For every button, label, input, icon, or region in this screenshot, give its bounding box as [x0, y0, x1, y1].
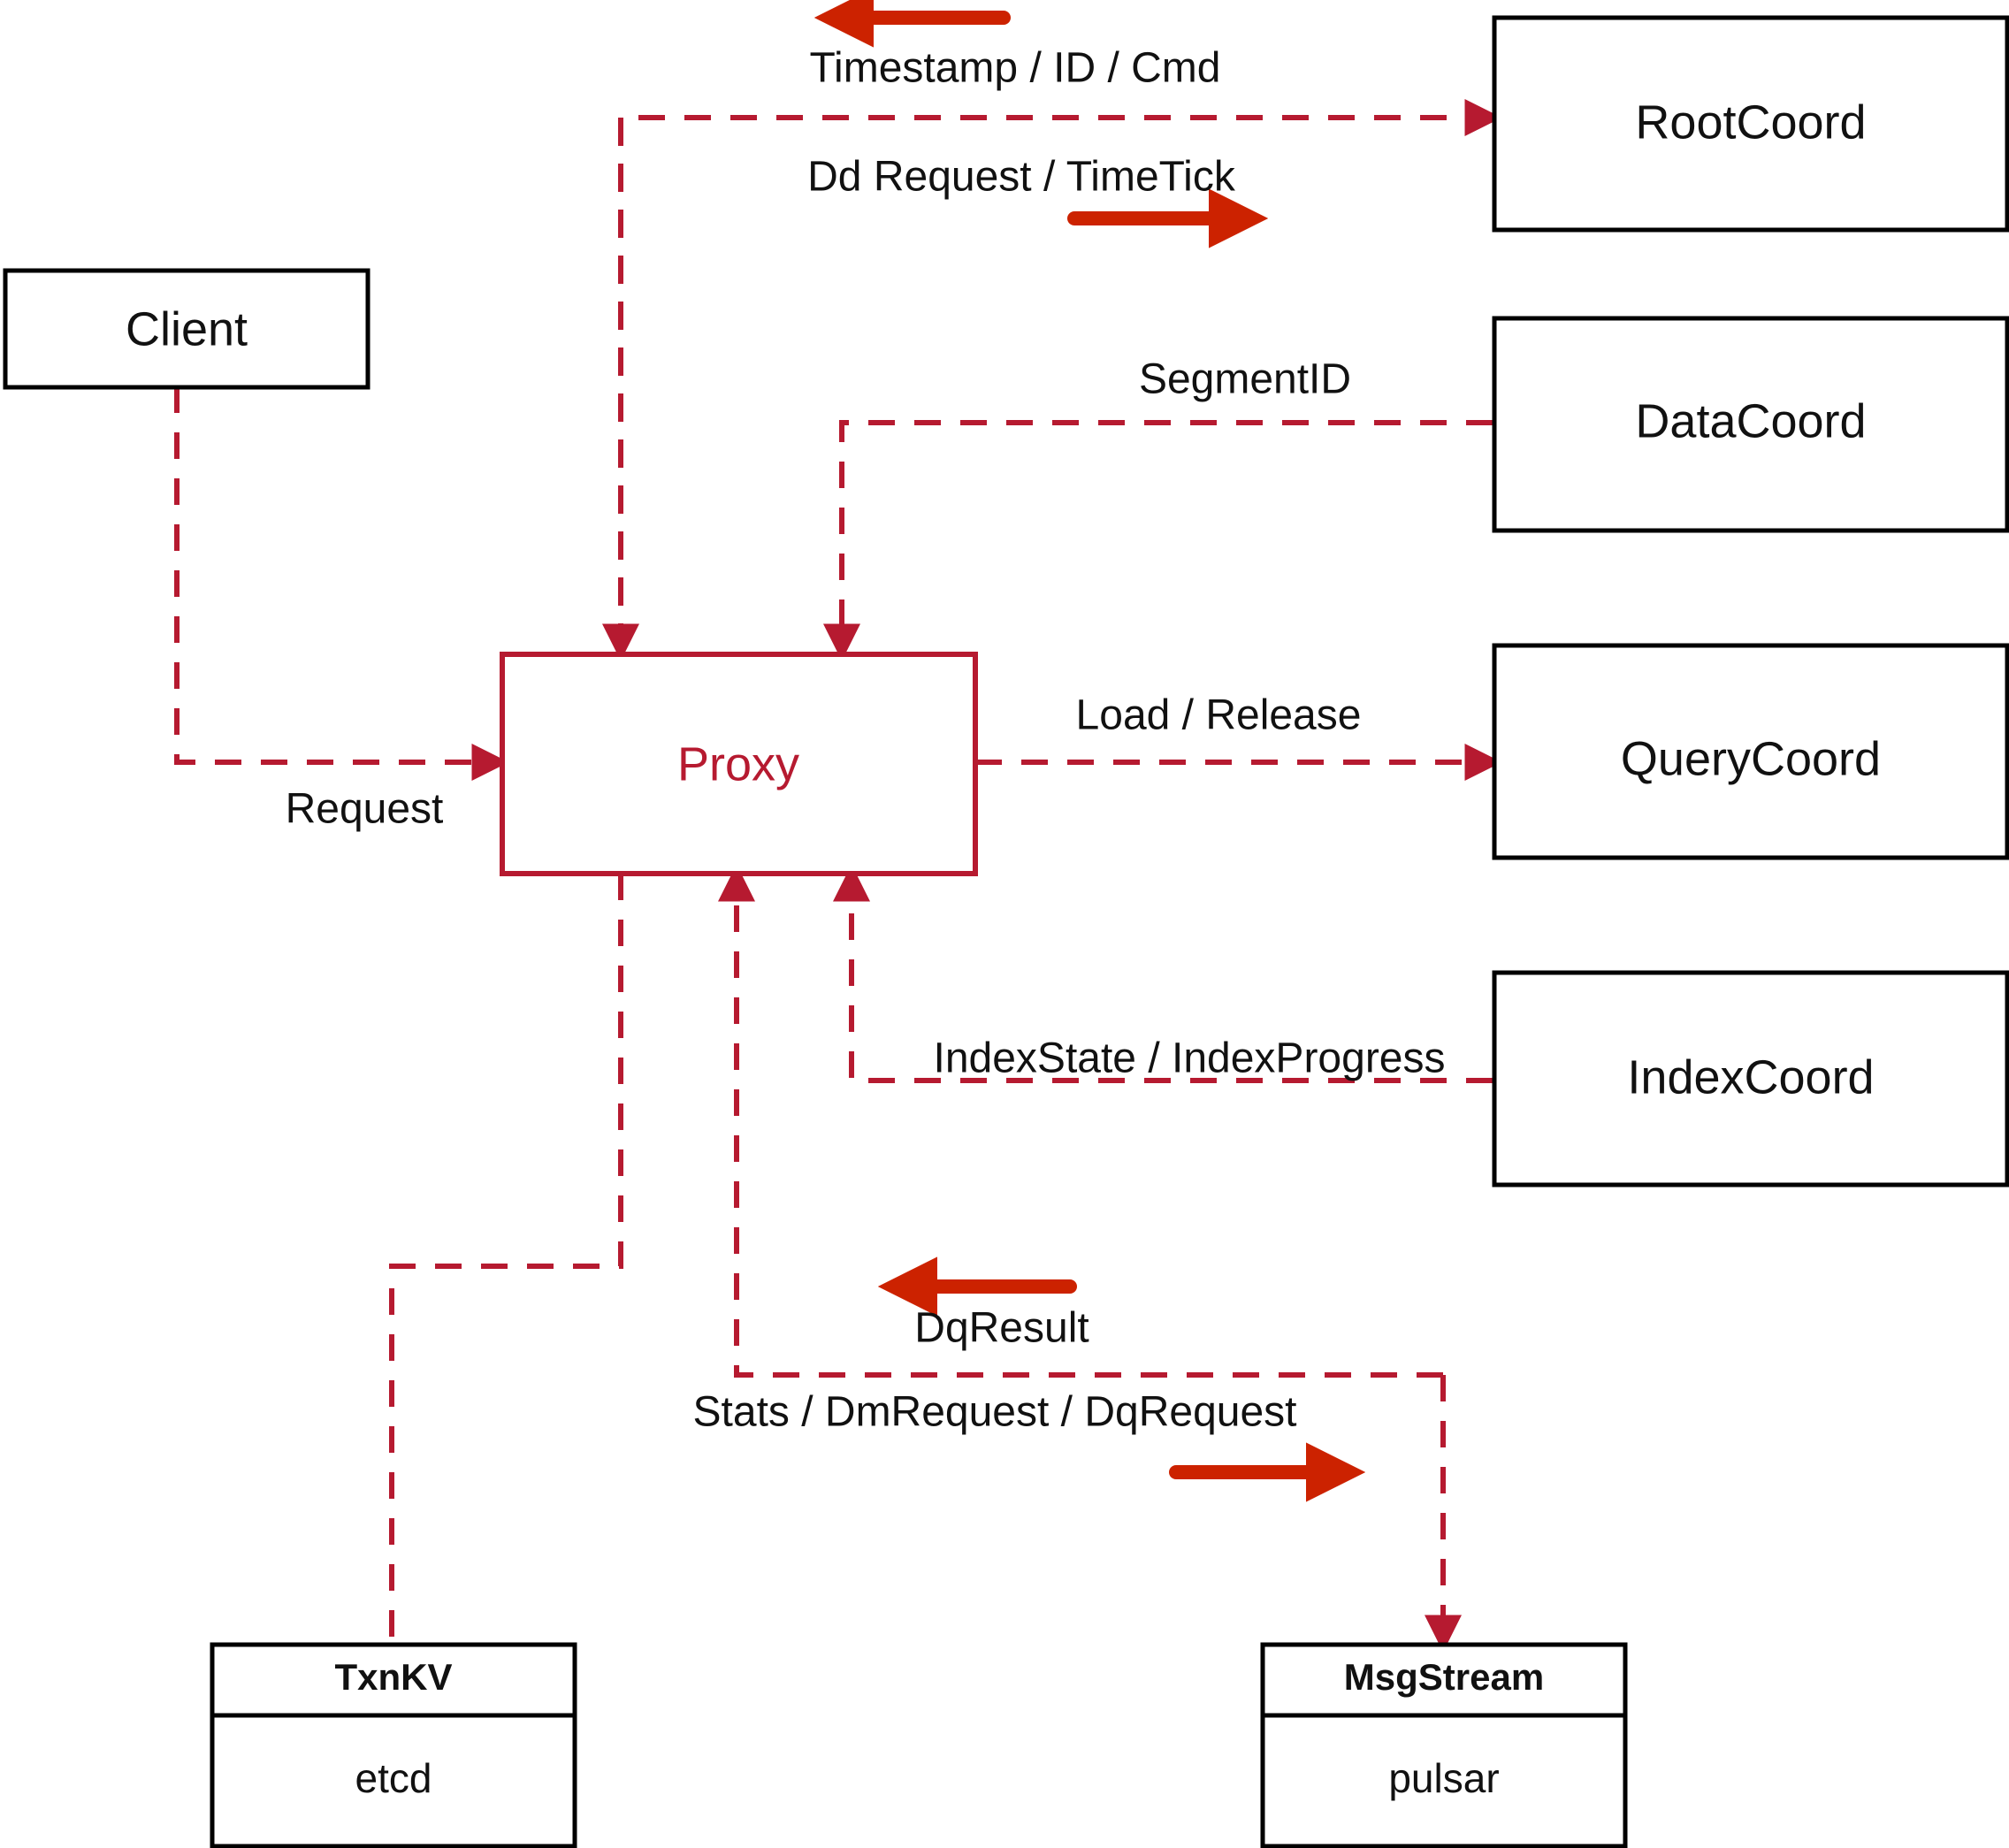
node-datacoord-label: DataCoord [1635, 394, 1866, 447]
edge-client-proxy [174, 386, 509, 781]
edge-label-load-release: Load / Release [1076, 692, 1362, 739]
node-querycoord[interactable] [1492, 643, 2009, 860]
node-querycoord-label: QueryCoord [1621, 732, 1881, 785]
edge-msgstream-proxy [718, 864, 1443, 1378]
edge-label-segment-id: SegmentID [1139, 356, 1351, 403]
edge-datacoord-proxy [823, 420, 1493, 661]
edge-label-request: Request [286, 786, 444, 833]
node-client-label: Client [126, 302, 248, 355]
edge-label-timestamp-id-cmd: Timestamp / ID / Cmd [810, 45, 1221, 92]
node-msgstream-body: pulsar [1388, 1755, 1499, 1801]
node-txnkv[interactable] [210, 1642, 577, 1848]
node-rootcoord[interactable] [1492, 15, 2009, 233]
edge-label-index-state-progress: IndexState / IndexProgress [934, 1035, 1446, 1082]
node-indexcoord[interactable] [1492, 970, 2009, 1187]
node-proxy-label: Proxy [677, 737, 799, 790]
edge-proxy-rootcoord [618, 99, 1502, 652]
node-rootcoord-label: RootCoord [1635, 95, 1866, 149]
edge-proxy-txnkv [389, 874, 623, 1643]
node-txnkv-title: TxnKV [334, 1656, 452, 1698]
edge-label-dd-request-timetick: Dd Request / TimeTick [807, 154, 1236, 201]
node-indexcoord-label: IndexCoord [1627, 1050, 1874, 1103]
node-msgstream-title: MsgStream [1344, 1656, 1544, 1698]
node-txnkv-body: etcd [355, 1755, 432, 1801]
node-datacoord[interactable] [1492, 316, 2009, 533]
node-proxy[interactable] [500, 652, 978, 876]
edge-label-stats-dm-dq-request: Stats / DmRequest / DqRequest [693, 1389, 1297, 1436]
edge-label-dq-result: DqResult [914, 1305, 1089, 1352]
node-client[interactable] [3, 268, 370, 390]
node-msgstream[interactable] [1260, 1642, 1628, 1848]
